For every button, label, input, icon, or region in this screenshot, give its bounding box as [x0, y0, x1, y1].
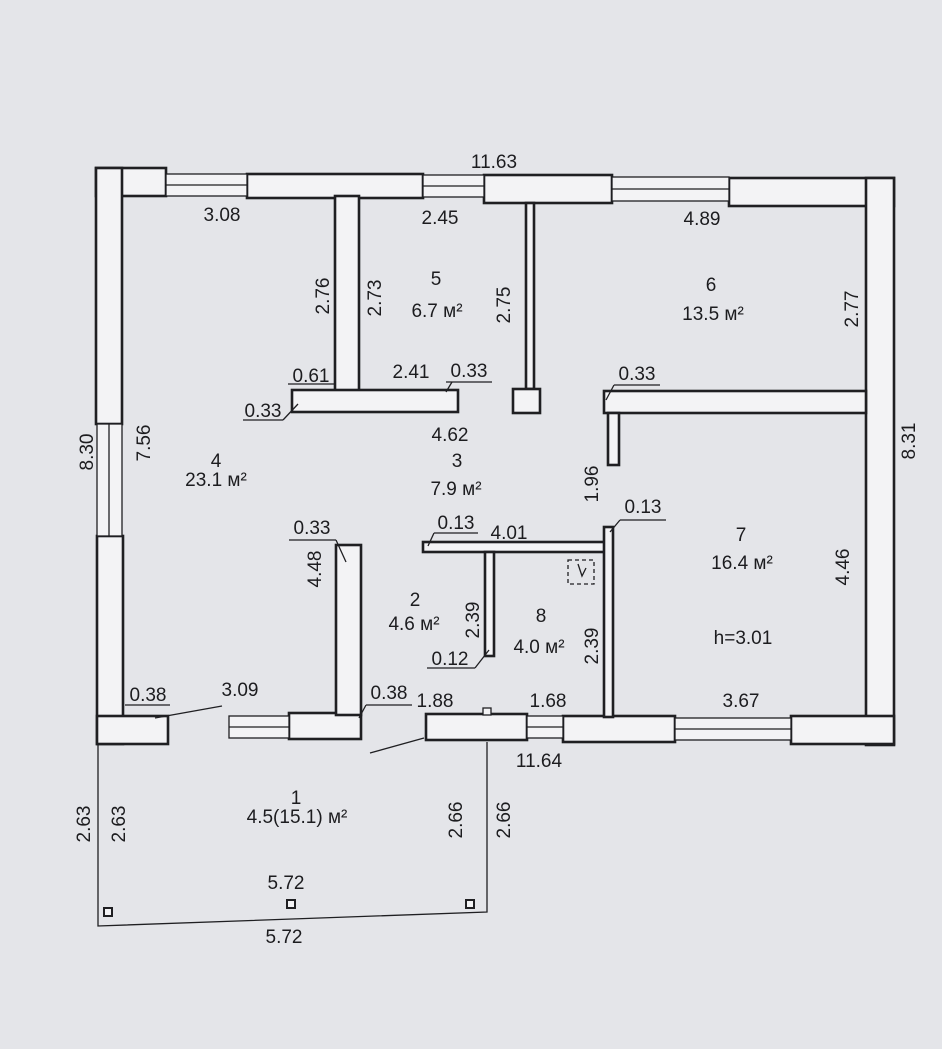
room-number: 5: [431, 269, 442, 290]
wall-segment: [789, 714, 896, 746]
dimension-label: 2.73: [365, 280, 386, 317]
room-area: 6.7 м²: [411, 301, 462, 322]
dimension-label: 2.66: [446, 802, 467, 839]
room-labels: 4 23.1 м² 5 6.7 м² 6 13.5 м² 3 7.9 м² 2 …: [185, 269, 773, 828]
dimension-label: 1.68: [530, 691, 567, 712]
room-number: 4: [211, 451, 222, 472]
dimension-label: 4.62: [432, 425, 469, 446]
wall-segment: [334, 543, 363, 717]
dimension-label: 0.38: [371, 683, 408, 704]
dimension-label: 0.12: [432, 649, 469, 670]
wall-segment: [602, 389, 868, 415]
dimension-label: 11.64: [516, 751, 563, 772]
dimension-label: 0.13: [625, 497, 662, 518]
fixture: [482, 707, 492, 716]
dimension-label: 0.38: [130, 685, 167, 706]
dimension-label: 0.61: [293, 366, 330, 387]
dimension-label: 4.89: [684, 209, 721, 230]
wall-segment: [864, 176, 896, 747]
dimension-label: 2.41: [393, 362, 430, 383]
windows: [96, 173, 792, 741]
wall-segment: [333, 194, 361, 394]
dimension-label: 11.63: [471, 152, 517, 173]
exterior-walls: [94, 166, 896, 747]
dimension-label: 3.09: [222, 680, 259, 701]
room-area: 23.1 м²: [185, 470, 247, 491]
room-number: 6: [706, 275, 717, 296]
dimension-label: 5.72: [266, 927, 303, 948]
dimension-label: 4.48: [305, 551, 326, 588]
dimension-label: 3.67: [723, 691, 760, 712]
dimension-label: 8.31: [899, 423, 920, 460]
room-number: 1: [291, 788, 302, 809]
dimension-label: 2.66: [494, 802, 515, 839]
room-number: 8: [536, 606, 547, 627]
dimension-label: 4.46: [833, 549, 854, 586]
wall-segment: [287, 711, 363, 741]
dimension-label: 2.39: [582, 628, 603, 665]
wall-segment: [95, 534, 125, 746]
wall-segment: [94, 166, 124, 426]
room-area: 13.5 м²: [682, 304, 744, 325]
dimension-label: 2.45: [422, 208, 459, 229]
dimension-label: 2.63: [74, 806, 95, 843]
room-area: 7.9 м²: [430, 479, 481, 500]
dimension-label: 8.30: [77, 434, 98, 471]
room-area: 16.4 м²: [711, 553, 773, 574]
fixture: [567, 559, 595, 585]
dimension-label: 2.39: [463, 602, 484, 639]
dimension-label: 2.63: [109, 806, 130, 843]
room-number: 7: [736, 525, 747, 546]
dimension-label: 2.75: [494, 287, 515, 324]
dimension-label: 3.08: [204, 205, 241, 226]
interior-walls: [290, 194, 868, 719]
porch-outline: [97, 737, 488, 927]
dimension-label: 0.13: [438, 513, 475, 534]
wall-segment: [602, 525, 615, 719]
wall-segment: [561, 714, 677, 744]
dimension-label: 4.01: [491, 523, 528, 544]
wall-segment: [524, 201, 536, 391]
wall-segment: [290, 388, 460, 414]
dimension-label: 0.33: [619, 364, 656, 385]
room-area: 4.6 м²: [388, 614, 439, 635]
column: [511, 387, 542, 415]
room-area: 4.5(15.1) м²: [247, 807, 348, 828]
dimension-label: 5.72: [268, 873, 305, 894]
dimension-label: 7.56: [134, 425, 155, 462]
dimension-label: 2.77: [842, 291, 863, 328]
dimension-labels: 11.63 3.08 2.45 4.89 0.61 2.41 0.33 0.33…: [130, 152, 760, 948]
wall-segment: [95, 714, 170, 746]
room-number: 2: [410, 590, 421, 611]
wall-segment: [424, 712, 529, 742]
dimension-label: 1.96: [582, 466, 603, 503]
room-area: 4.0 м²: [513, 637, 564, 658]
dimension-label: 1.88: [417, 691, 454, 712]
wall-segment: [606, 411, 621, 467]
dimension-label: 0.33: [294, 518, 331, 539]
dimension-label: 2.76: [313, 278, 334, 315]
leader-lines: [125, 381, 666, 719]
vertical-dimension-labels: 8.30 7.56 2.76 2.73 2.75 2.77 8.31 1.96 …: [74, 278, 920, 843]
wall-segment: [245, 172, 425, 200]
dimension-label: 0.33: [245, 401, 282, 422]
room-number: 3: [452, 451, 463, 472]
dimension-label: 0.33: [451, 361, 488, 382]
wall-segment: [482, 173, 614, 205]
wall-segment: [483, 550, 496, 658]
ceiling-height-note: h=3.01: [714, 628, 773, 649]
